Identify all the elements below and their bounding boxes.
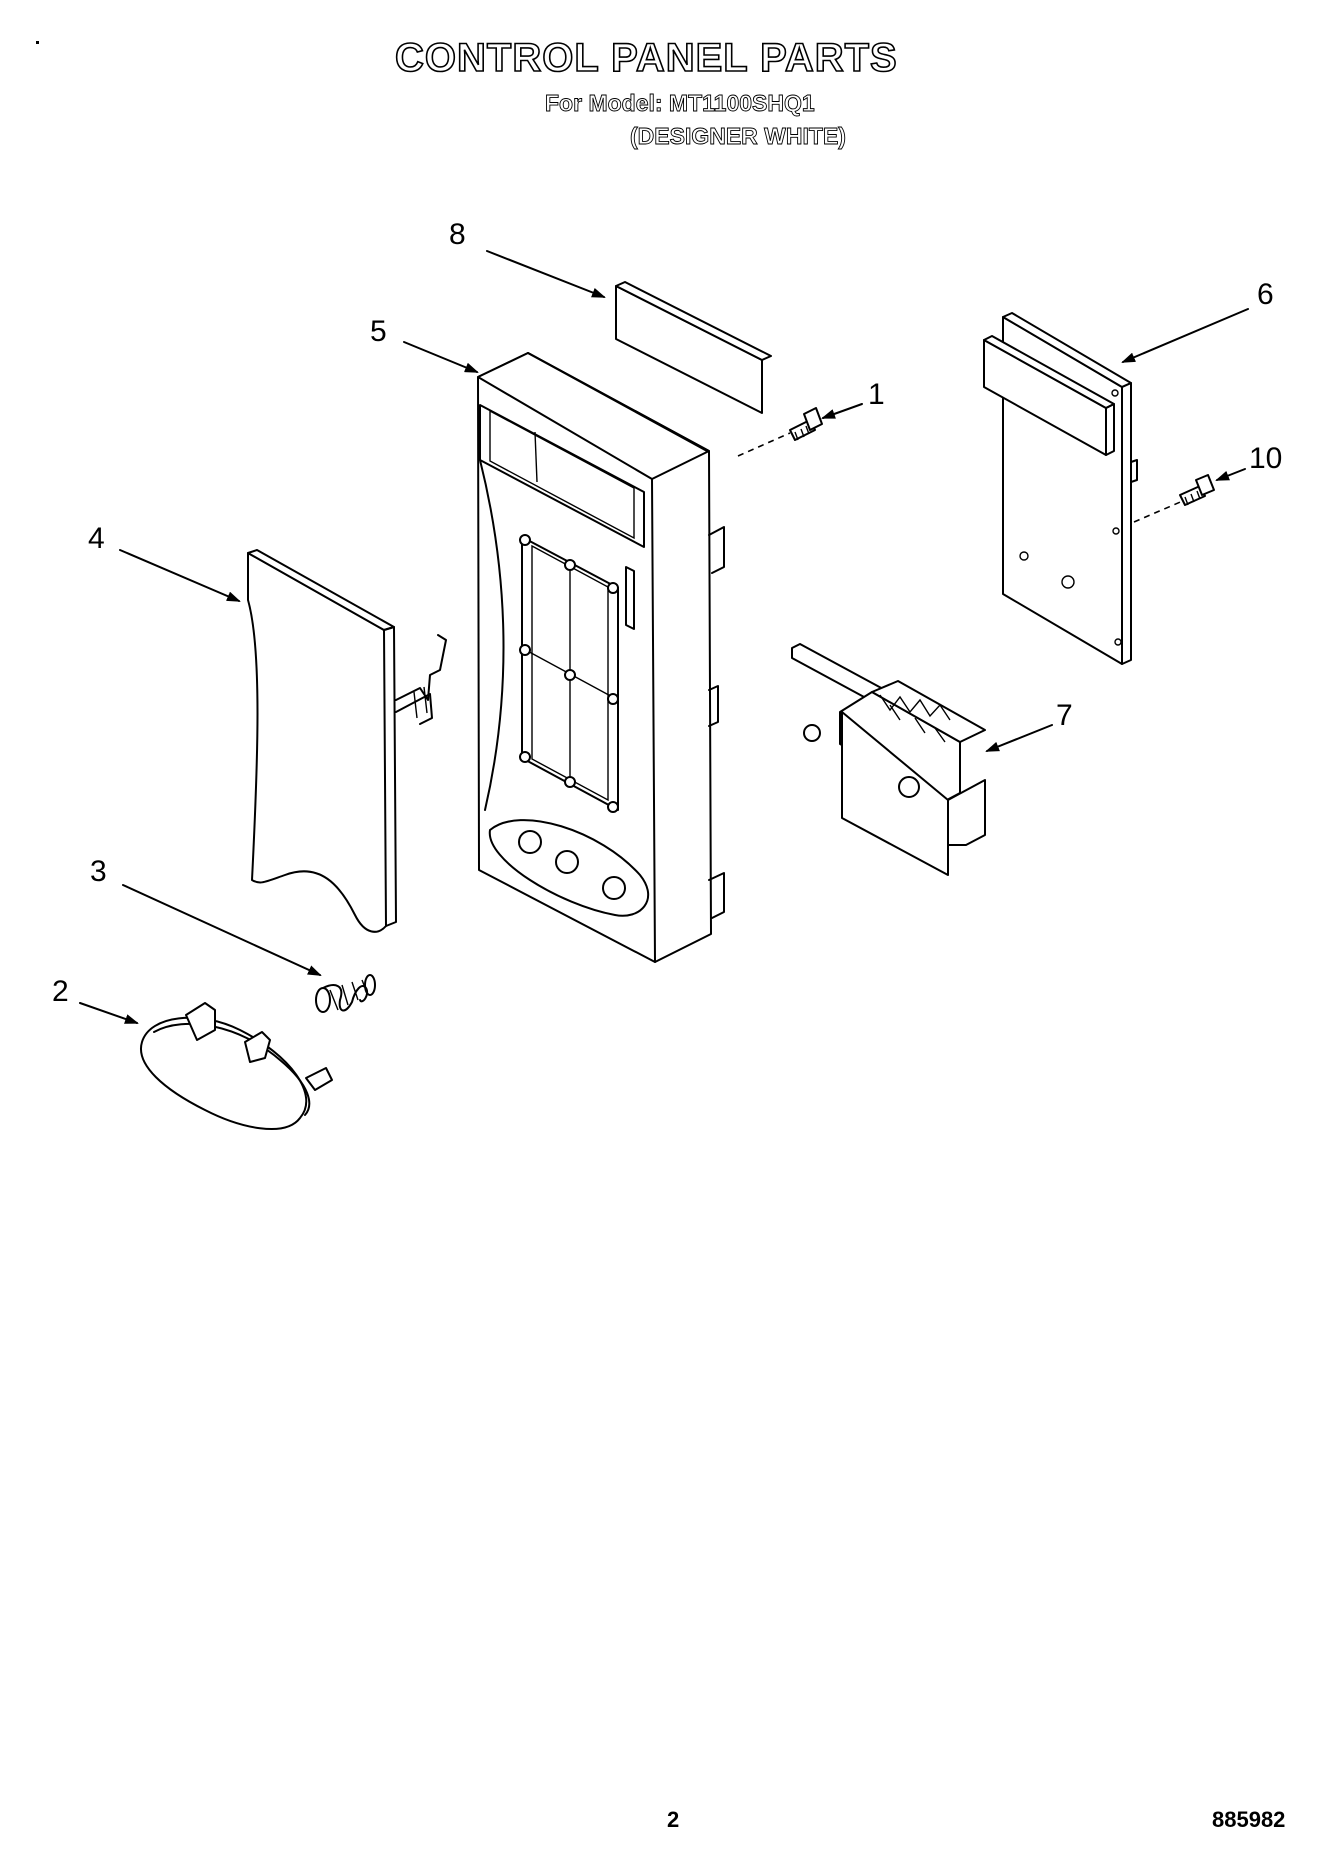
callout-2: 2 xyxy=(52,975,69,1008)
page-title: CONTROL PANEL PARTS xyxy=(394,35,898,81)
part-8-window-strip xyxy=(615,281,772,414)
document-number: 885982 xyxy=(1212,1807,1286,1832)
part-1-screw xyxy=(737,407,823,457)
part-3-spring xyxy=(315,974,376,1013)
model-line: For Model: MT1100SHQ1 xyxy=(545,90,816,117)
page-number: 2 xyxy=(667,1807,680,1832)
callout-arrows xyxy=(79,250,1249,1024)
callout-1: 1 xyxy=(868,378,885,411)
callout-10: 10 xyxy=(1249,442,1283,475)
stray-dot xyxy=(36,41,39,44)
part-4-touchpad xyxy=(247,549,447,933)
part-7-door-latch xyxy=(791,643,986,876)
callout-8: 8 xyxy=(449,218,466,251)
callout-6: 6 xyxy=(1257,278,1274,311)
callout-7: 7 xyxy=(1056,699,1073,732)
part-5-control-panel xyxy=(477,352,725,963)
callout-3: 3 xyxy=(90,855,107,888)
part-2-push-button xyxy=(139,1002,333,1130)
callout-5: 5 xyxy=(370,315,387,348)
part-6-control-board xyxy=(983,312,1138,665)
part-10-screw xyxy=(1133,474,1215,523)
callout-4: 4 xyxy=(88,522,105,555)
variant-line: (DESIGNER WHITE) xyxy=(630,123,847,150)
